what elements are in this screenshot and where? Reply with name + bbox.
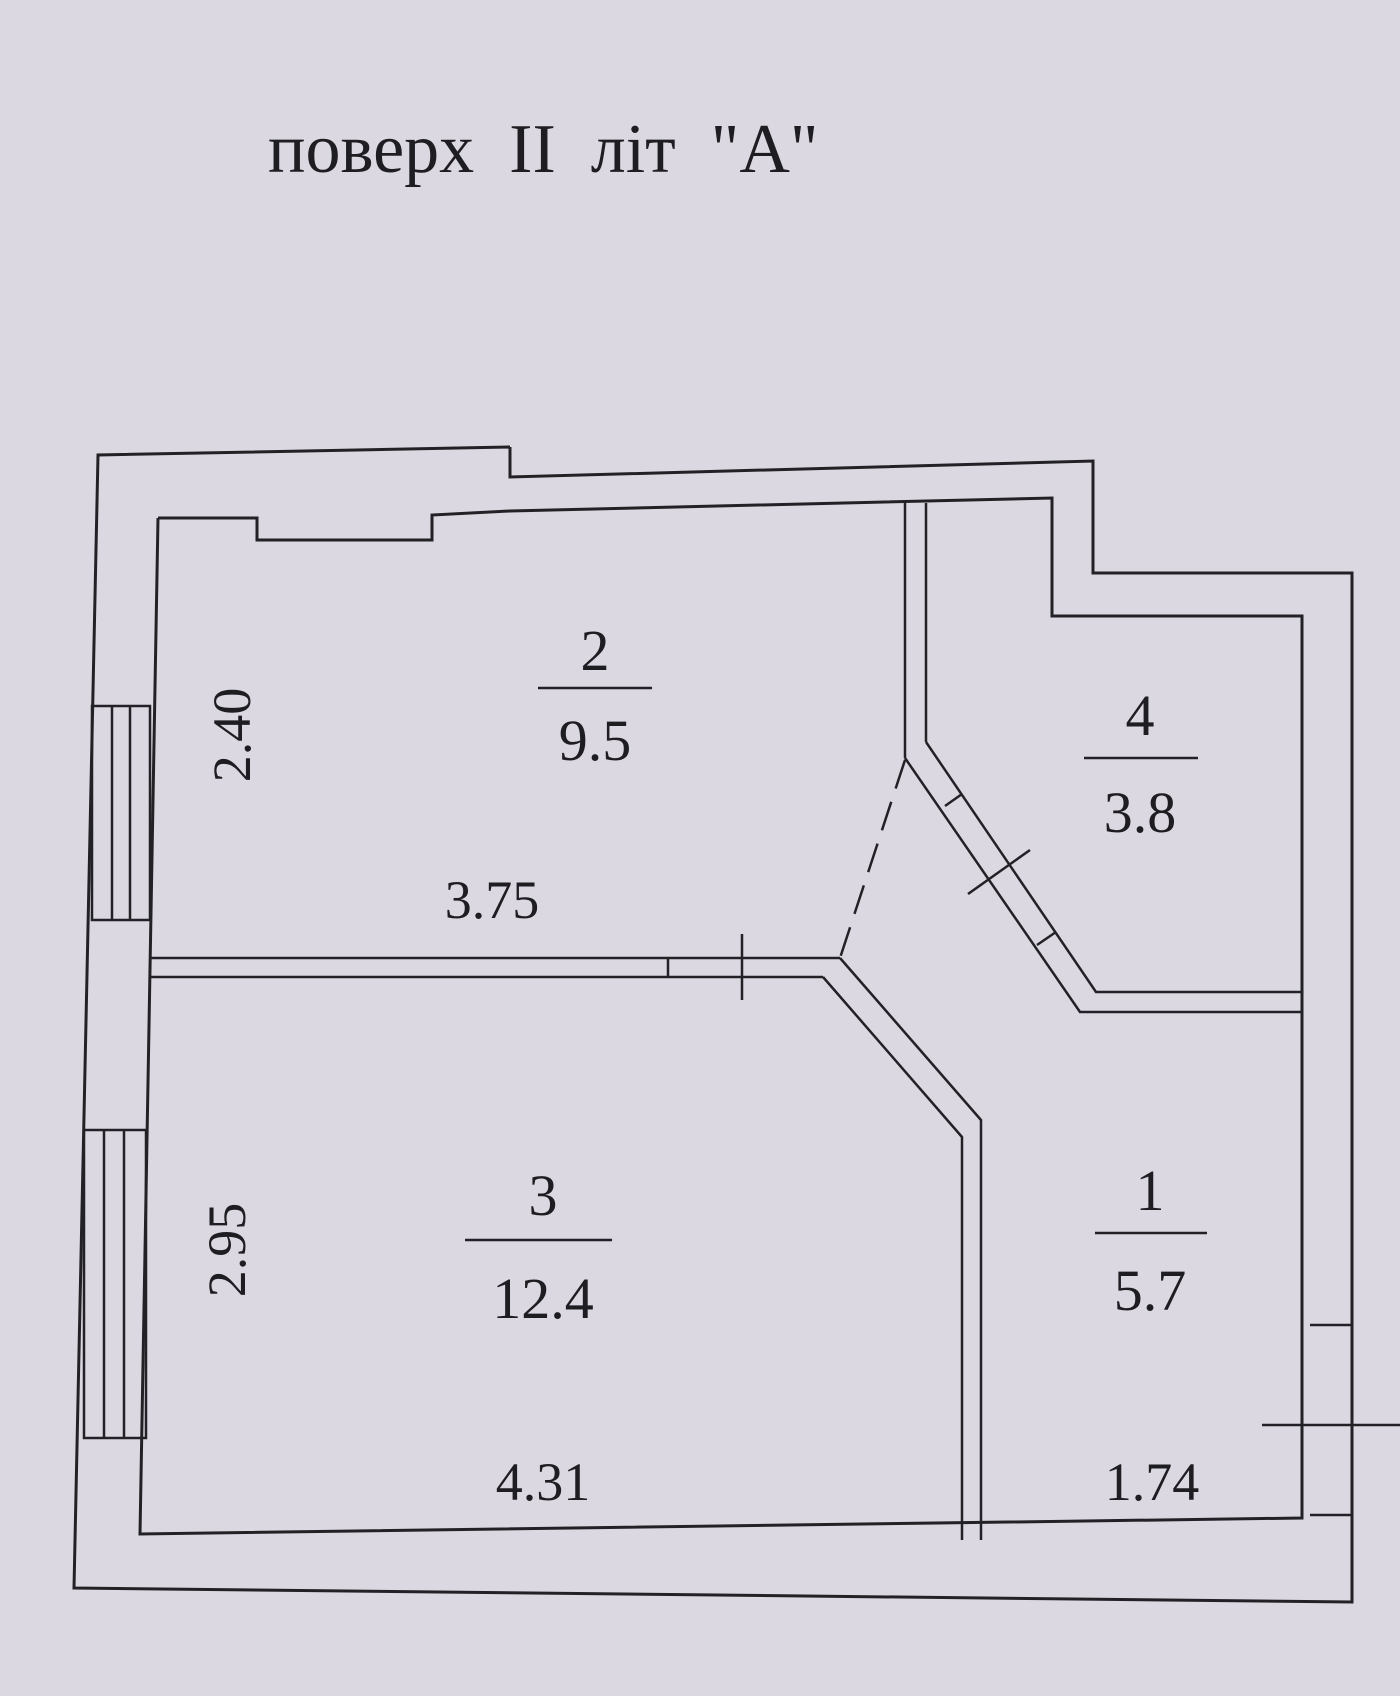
room-4-number: 4	[1126, 683, 1155, 748]
room-1-label: 1 5.7	[1095, 1158, 1207, 1323]
room-3-number: 3	[529, 1163, 558, 1228]
dimension-room2-width: 3.75	[445, 870, 540, 930]
partition-room3-room1	[822, 957, 983, 1540]
entrance-door-right	[1262, 1323, 1400, 1517]
open-passage-dashed	[838, 759, 907, 959]
room-2-number: 2	[581, 618, 610, 683]
dimension-room2-height: 2.40	[202, 688, 262, 783]
dimension-room1-width: 1.74	[1105, 1452, 1200, 1512]
room-1-area: 5.7	[1114, 1258, 1187, 1323]
dimension-room3-width: 4.31	[496, 1452, 591, 1512]
room-4-label: 4 3.8	[1084, 683, 1198, 845]
floor-title: поверх ІІ літ "А"	[268, 111, 818, 188]
partition-room2-room4	[903, 503, 928, 758]
room-4-area: 3.8	[1104, 780, 1177, 845]
inner-wall-outline	[138, 496, 1304, 1536]
dimension-room3-height: 2.95	[197, 1203, 257, 1298]
outer-wall	[72, 445, 1354, 1604]
room-3-area: 12.4	[492, 1266, 594, 1331]
window-upper-left	[90, 704, 152, 922]
room-2-area: 9.5	[559, 708, 632, 773]
room-1-number: 1	[1136, 1158, 1165, 1223]
floor-plan: 2 9.5 4 3.8 3 12.4 1 5.7 2.40 3.75 2.95 …	[72, 445, 1400, 1604]
partition-room4-room1	[903, 741, 1302, 1014]
window-lower-left	[82, 1128, 148, 1440]
partition-room2-room3	[150, 934, 840, 1000]
room-2-label: 2 9.5	[538, 618, 652, 773]
room-3-label: 3 12.4	[465, 1163, 612, 1331]
